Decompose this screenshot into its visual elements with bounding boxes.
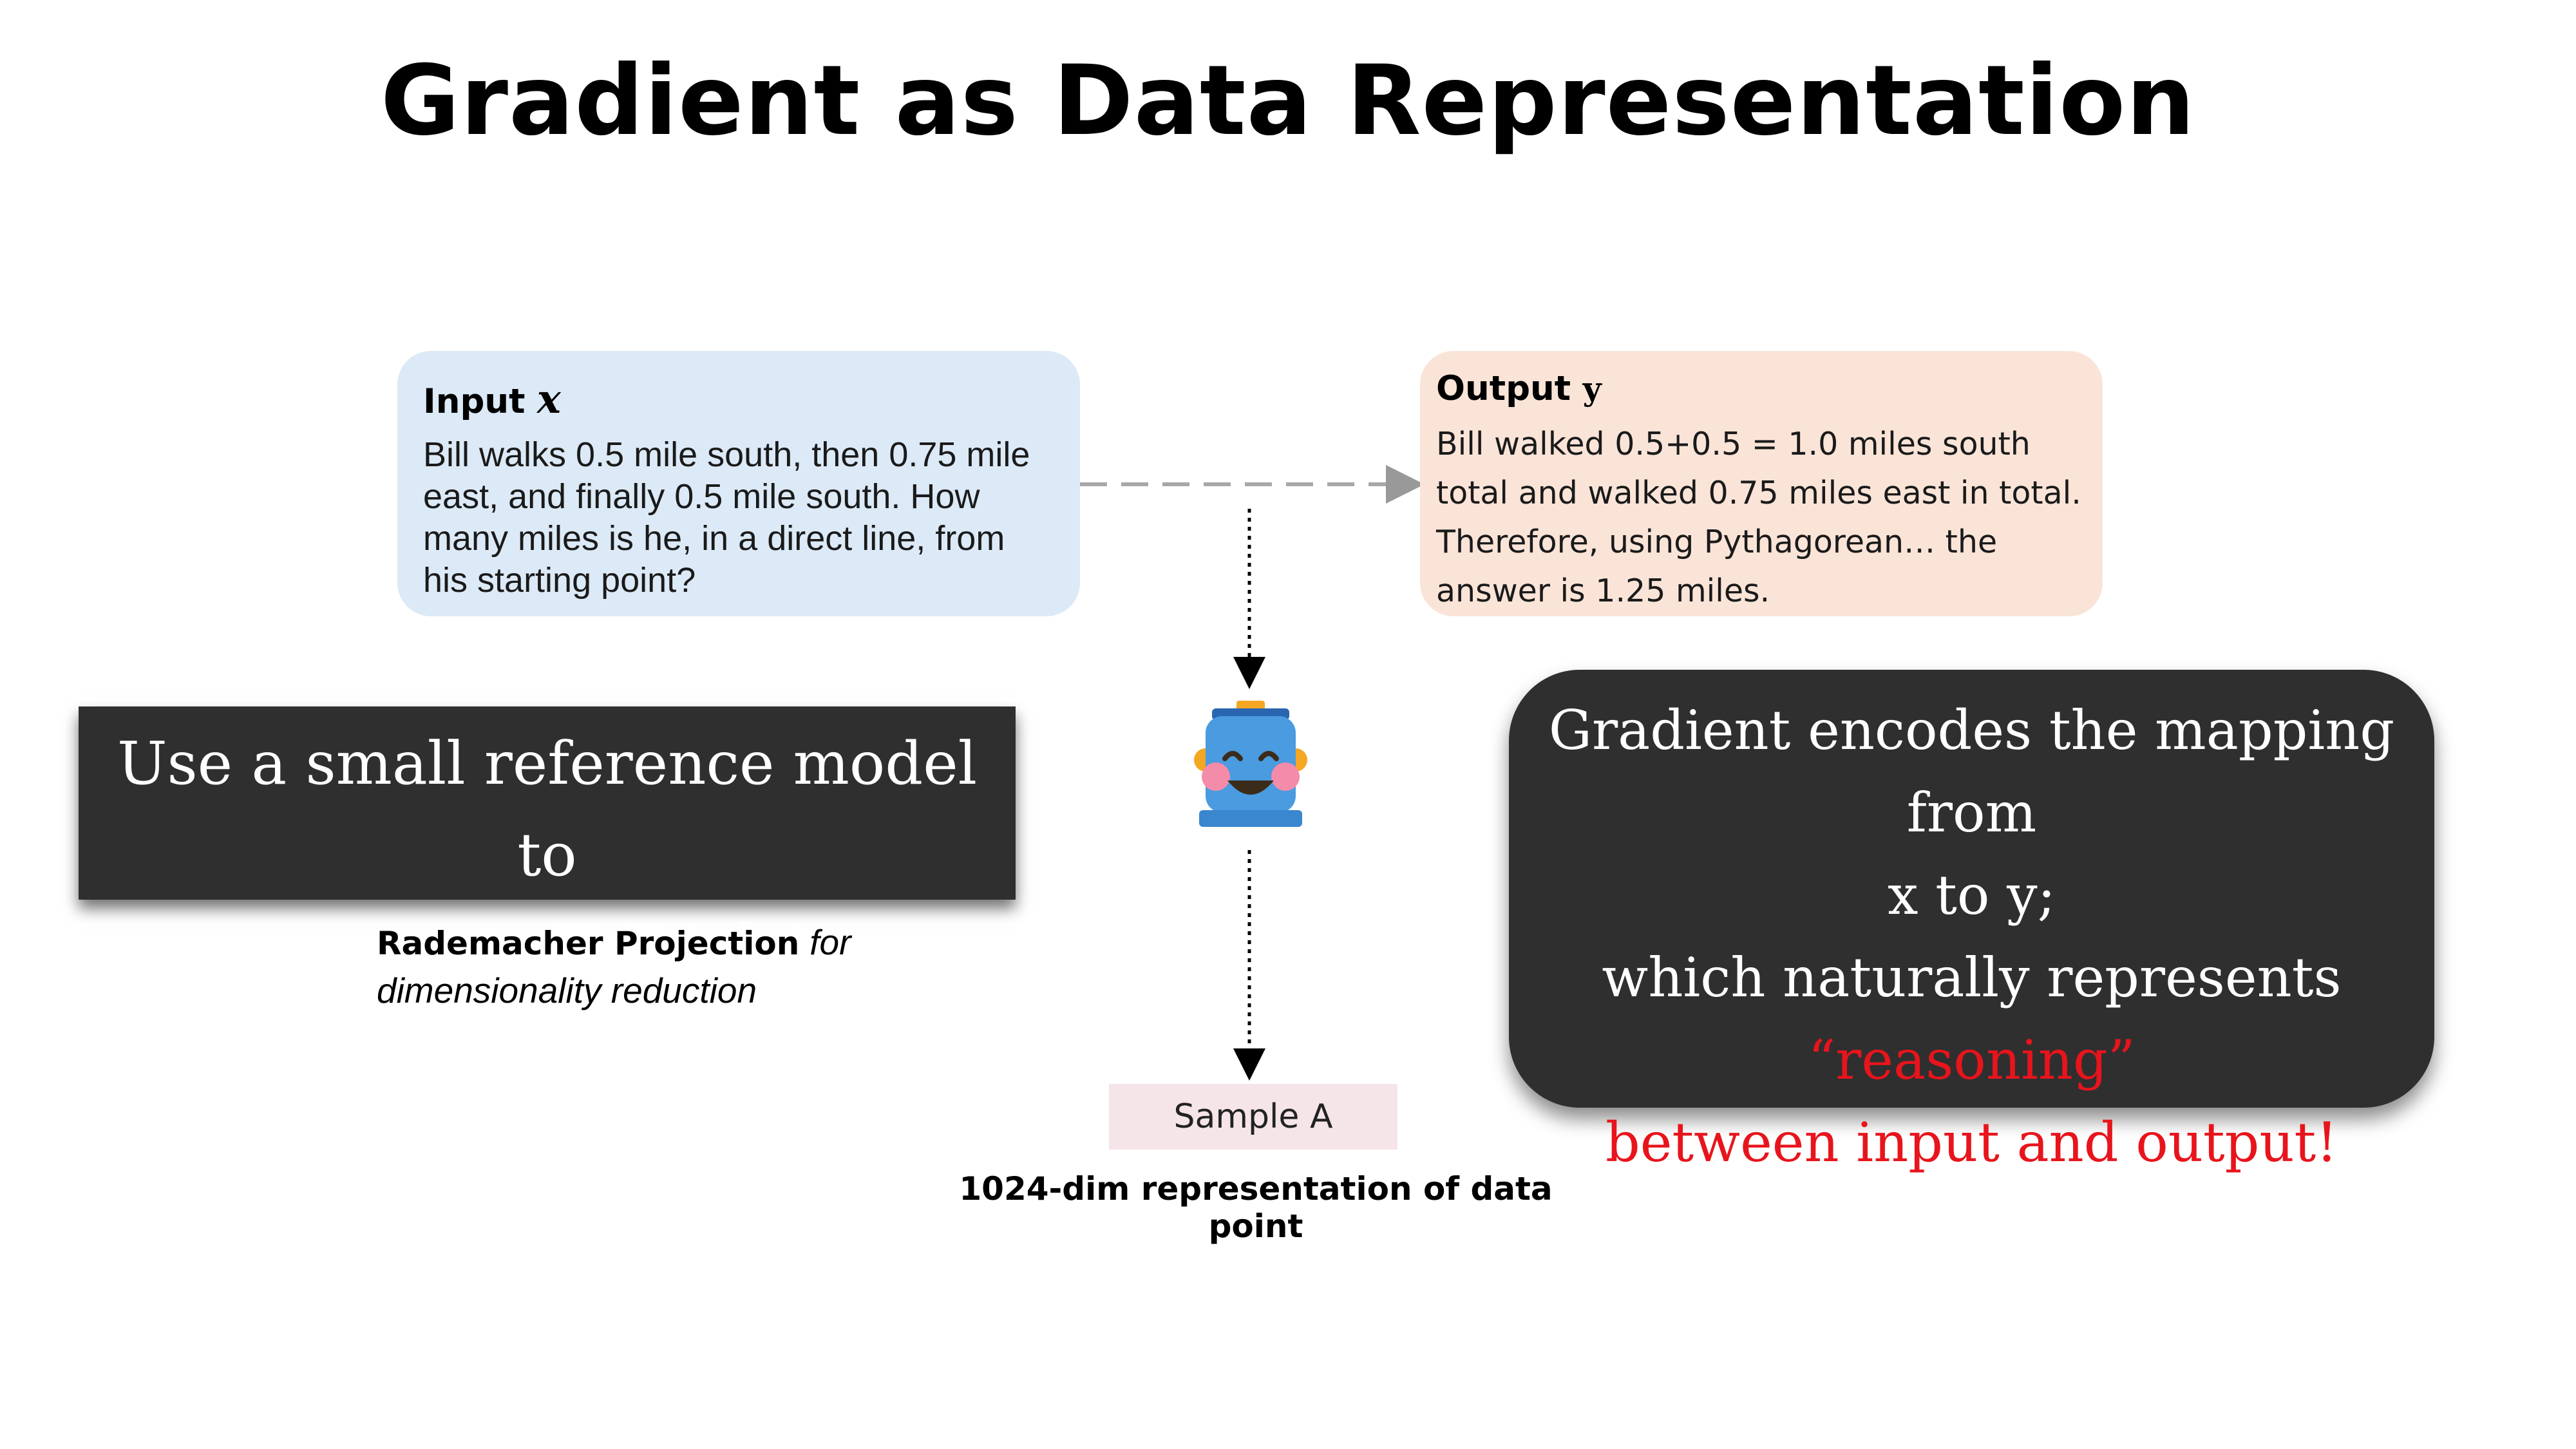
gradient-encodes-note: Gradient encodes the mapping from x to y… [1509, 670, 2434, 1174]
robot-model-icon [1194, 701, 1307, 827]
right-note-line3: which naturally represents [1602, 946, 2342, 1009]
reference-model-line1: Use a small reference model to [117, 729, 978, 889]
projection-caption: Rademacher Projection for dimensionality… [377, 919, 851, 1016]
output-text: Bill walked 0.5+0.5 = 1.0 miles south to… [1436, 426, 2081, 609]
projection-for: for [810, 922, 851, 962]
projection-method: Rademacher Projection [377, 925, 800, 962]
reference-model-line2: compute ∇θP(y|x) [79, 901, 1016, 1010]
output-label: Output [1436, 369, 1571, 408]
compute-word: compute [277, 913, 537, 981]
projection-purpose: dimensionality reduction [377, 971, 757, 1010]
input-card: Input x Bill walks 0.5 mile south, then … [397, 351, 1080, 616]
input-variable: x [536, 375, 561, 422]
output-variable: y [1582, 370, 1602, 408]
probability-term: P(y|x) [625, 912, 817, 981]
gradient-formula: ∇θP(y|x) [555, 912, 817, 987]
representation-caption: 1024-dim representation of data point [959, 1170, 1553, 1245]
right-note-line2: x to y; [1888, 864, 2056, 927]
sample-box: Sample A [1109, 1084, 1397, 1150]
right-note-line1: Gradient encodes the mapping from [1548, 699, 2395, 844]
output-card: Output y Bill walked 0.5+0.5 = 1.0 miles… [1420, 351, 2103, 616]
right-note-line4: “reasoning” [1808, 1028, 2136, 1092]
nabla-symbol: ∇ [555, 912, 601, 981]
reference-model-note: Use a small reference model to compute ∇… [79, 706, 1016, 987]
right-note-line5: between input and output! [1605, 1111, 2338, 1174]
theta-subscript: θ [600, 943, 625, 987]
output-heading: Output y [1436, 369, 2087, 408]
page-title: Gradient as Data Representation [380, 45, 2196, 157]
input-heading: Input x [423, 375, 1054, 422]
input-text: Bill walks 0.5 mile south, then 0.75 mil… [423, 435, 1030, 600]
input-label: Input [423, 382, 526, 421]
